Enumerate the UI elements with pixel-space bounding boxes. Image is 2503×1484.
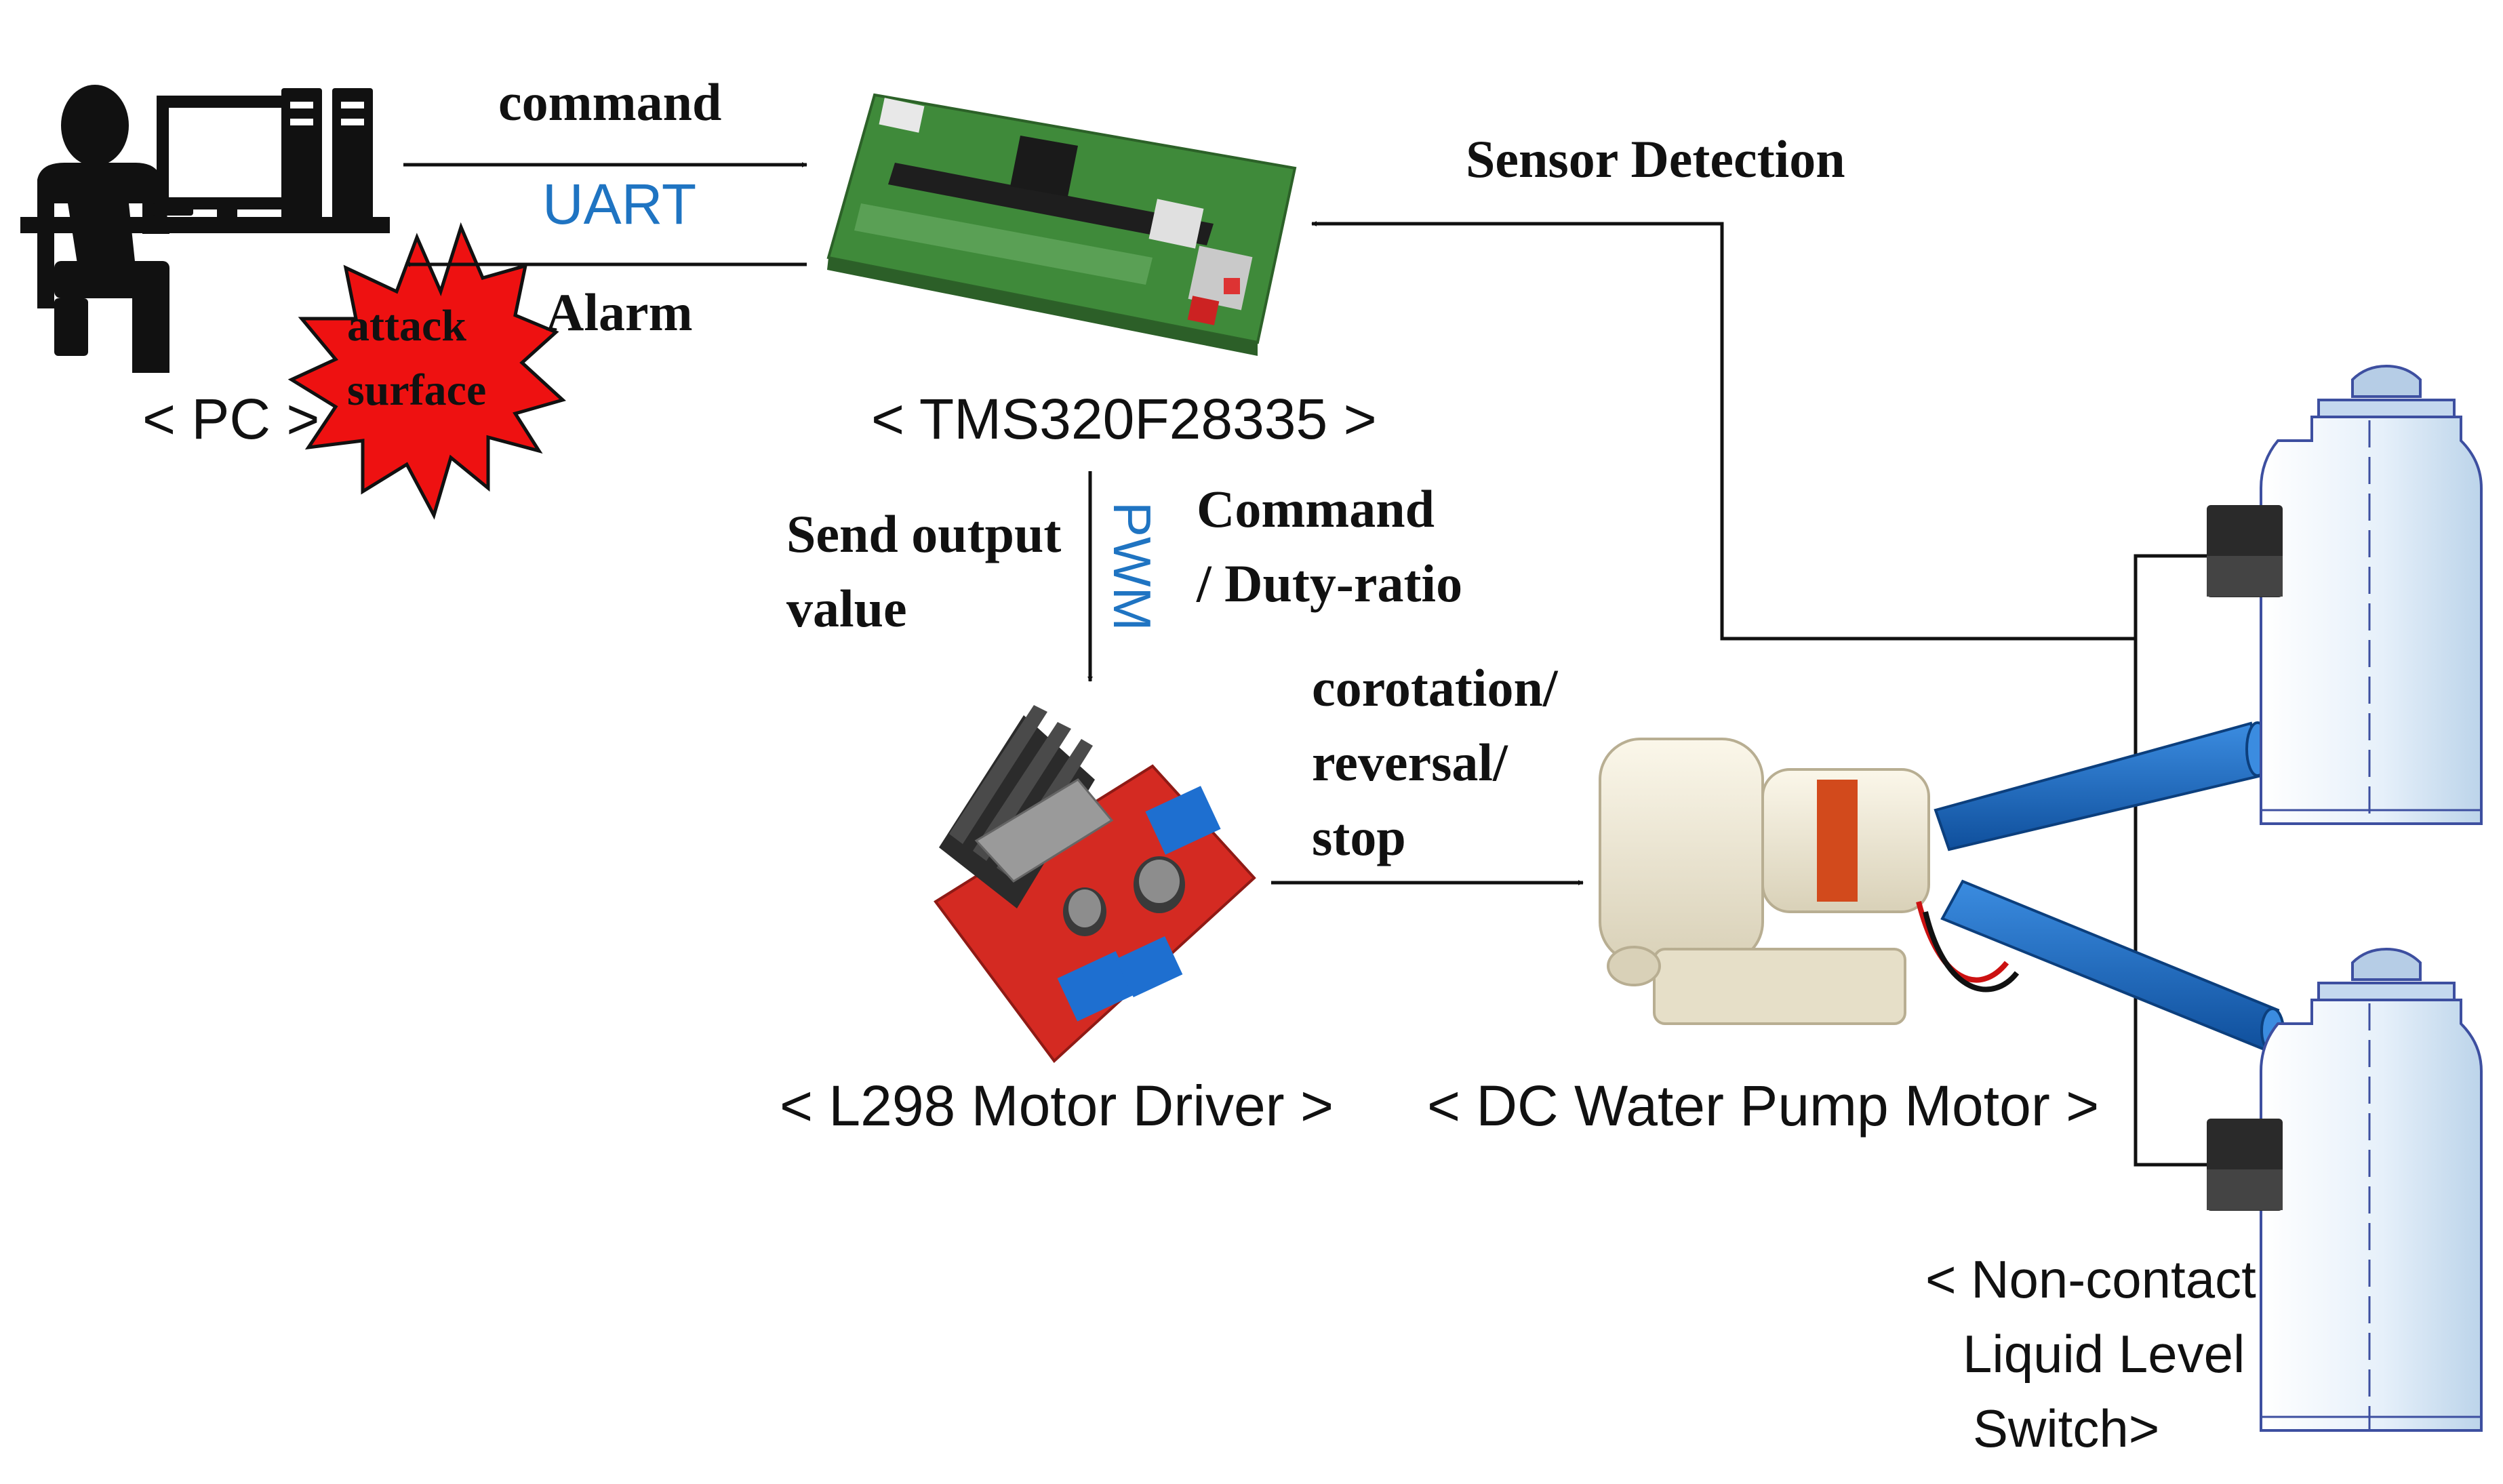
command-duty-line2: / Duty-ratio <box>1197 554 1463 613</box>
corotation-line2: reversal/ <box>1312 733 1508 792</box>
attack-surface-burst <box>287 222 566 520</box>
attack-surface-line1: attack <box>347 301 466 350</box>
pc-icon <box>20 85 390 373</box>
dc-pump-icon <box>1599 738 2020 1025</box>
send-output-line2: value <box>786 579 907 638</box>
pipes <box>1934 721 2285 1054</box>
dc-pump-label: < DC Water Pump Motor > <box>1427 1074 2100 1138</box>
tms320-board-icon <box>826 93 1297 356</box>
l298-label: < L298 Motor Driver > <box>780 1074 1334 1138</box>
uart-label: UART <box>542 172 697 236</box>
send-output-line1: Send output <box>786 504 1062 563</box>
corotation-line1: corotation/ <box>1312 658 1558 717</box>
corotation-line3: stop <box>1312 807 1406 866</box>
upper-tank-icon <box>2207 364 2483 825</box>
switch-label-line2: Liquid Level <box>1963 1324 2245 1384</box>
l298-driver-icon <box>934 705 1256 1063</box>
command-label: command <box>498 73 722 132</box>
pc-label: < PC > <box>142 387 320 451</box>
alarm-label: Alarm <box>546 283 693 342</box>
command-duty-line1: Command <box>1197 479 1435 538</box>
switch-label-line1: < Non-contact <box>1925 1249 2256 1309</box>
sensor-detection-label: Sensor Detection <box>1466 129 1845 188</box>
tms-label: < TMS320F28335 > <box>871 387 1377 451</box>
switch-label-line3: Switch> <box>1973 1399 2160 1458</box>
attack-surface-line2: surface <box>347 365 487 415</box>
pwm-label: PWM <box>1102 502 1162 631</box>
lower-tank-icon <box>2207 947 2483 1432</box>
sensor-bus-line <box>2134 554 2237 1167</box>
sensor-detection-line <box>1311 221 2136 641</box>
